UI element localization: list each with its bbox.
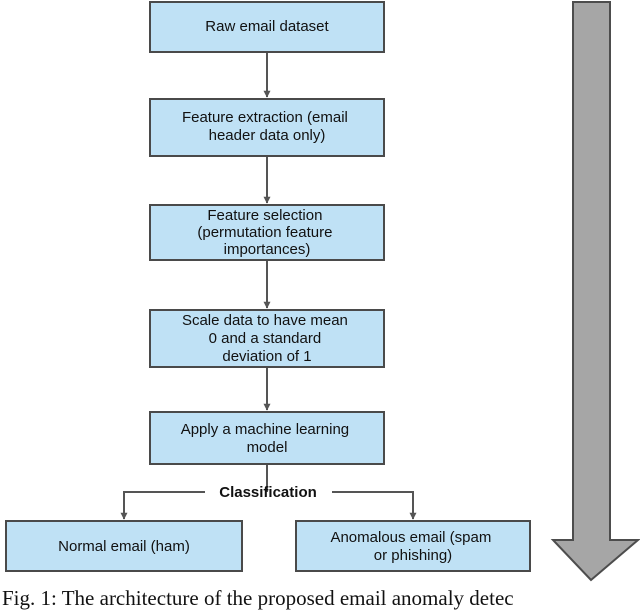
svg-text:Anomalous email (spam or: Anomalous email (spam or phishing) [330,529,495,564]
svg-text:Feature selection (permu: Feature selection (permutation feature i… [197,207,336,258]
svg-text:Feature extraction (email: Feature extraction (email header data on… [182,109,352,144]
box-text-line: header data only) [209,127,326,144]
box-text-line: Feature selection [207,207,322,224]
box-raw-email-dataset: Raw email dataset [149,1,385,53]
box-apply-model: Apply a machine learning model [149,411,385,465]
svg-text:Normal email (ham): Normal email (ham) [58,538,190,555]
box-feature-selection: Feature selection (permutation feature i… [149,204,385,261]
box-text-line: Anomalous email (spam [330,529,491,546]
svg-text:Raw email dataset: Raw email dataset [205,18,329,35]
box-feature-extraction: Feature extraction (email header data on… [149,98,385,157]
box-text-line: deviation of 1 [222,348,311,365]
process-direction-arrow [550,1,640,582]
box-text-line: 0 and a standard [209,330,322,347]
box-text-line: Apply a machine learning [181,421,349,438]
svg-text:Scale data to have mean: Scale data to have mean 0 and a standard… [182,312,352,365]
figure-caption: Fig. 1: The architecture of the proposed… [2,586,514,610]
svg-text:Apply a machine learning: Apply a machine learning model [181,421,354,456]
box-scale-data: Scale data to have mean 0 and a standard… [149,309,385,368]
box-text-line: Raw email dataset [205,18,329,35]
box-normal-email: Normal email (ham) [5,520,243,572]
box-text-line: Normal email (ham) [58,538,190,555]
box-text-line: Scale data to have mean [182,312,348,329]
box-anomalous-email: Anomalous email (spam or phishing) [295,520,531,572]
branch-connector-right [332,491,417,520]
box-text-line: Feature extraction (email [182,109,348,126]
box-text-line: or phishing) [374,547,452,564]
box-text-line: model [247,439,288,456]
box-text-line: importances) [224,241,311,258]
classification-label: Classification [219,484,317,501]
box-text-line: (permutation feature [197,224,332,241]
branch-connector-left [120,491,205,520]
